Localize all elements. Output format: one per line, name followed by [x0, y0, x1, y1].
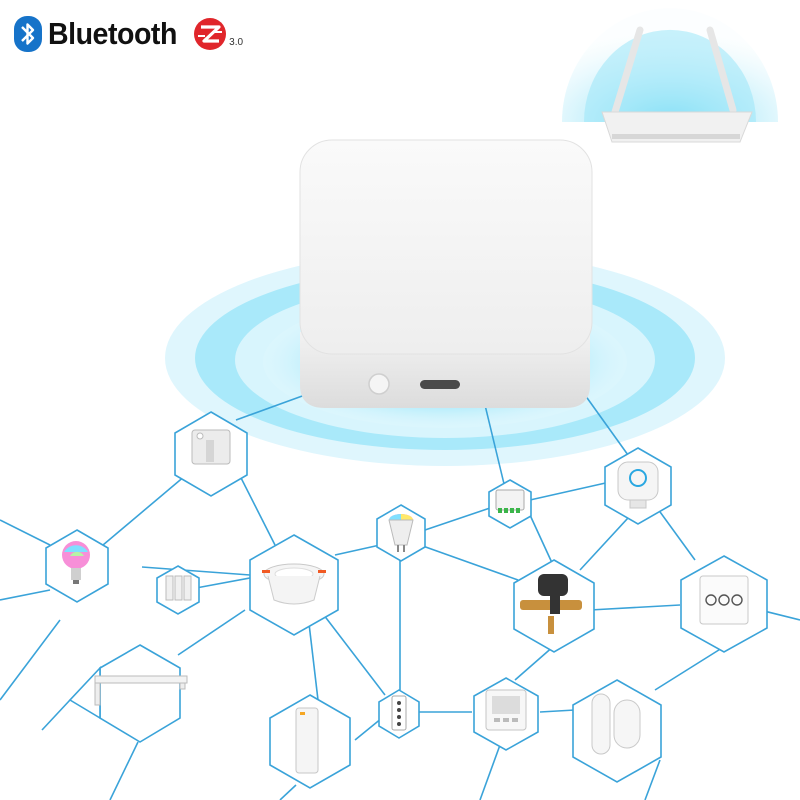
- track-icon: [94, 675, 188, 706]
- touch-panel-switch: [680, 555, 768, 653]
- hub-top: [299, 139, 593, 355]
- motor-icon: [191, 429, 231, 465]
- thermostat-icon: [485, 689, 527, 731]
- hub-reset-button: [368, 373, 390, 395]
- remote-icon: [391, 695, 407, 731]
- device-nodes: [45, 411, 768, 789]
- thermostat: [473, 677, 539, 751]
- usb-c-port: [420, 380, 460, 389]
- remote-control: [378, 689, 420, 739]
- water-valve-controller: [513, 559, 595, 653]
- door-contact-sensor: [572, 679, 662, 783]
- downlight-icon: [262, 563, 326, 605]
- brand-logos: Bluetooth 3.0: [14, 14, 243, 54]
- relay-icon: [495, 489, 525, 513]
- spotlight-icon: [388, 514, 414, 552]
- zigbee-icon: [194, 18, 227, 50]
- router: [562, 8, 778, 143]
- bluetooth-icon: [14, 16, 42, 52]
- smart-curtain-motor: [174, 411, 248, 497]
- bluetooth-label: Bluetooth: [48, 16, 177, 51]
- smart-plug: [604, 447, 672, 525]
- valve-icon: [520, 574, 582, 634]
- zigbee-version: 3.0: [229, 37, 244, 48]
- switch-icon: [165, 575, 192, 601]
- curtain-track: [68, 644, 188, 743]
- gu10-spotlight: [376, 504, 426, 562]
- smart-bulb: [45, 529, 109, 603]
- wall-switch-triple: [156, 565, 200, 615]
- door-window-sensor-tall: [269, 694, 351, 789]
- zigbee-hub: [299, 139, 593, 408]
- relay-module: [488, 479, 532, 529]
- led-downlight: [249, 534, 339, 636]
- bulb-icon: [62, 541, 90, 584]
- router-antenna: [611, 26, 644, 116]
- plug-icon: [617, 461, 659, 509]
- contact-sensor-icon: [591, 693, 641, 755]
- touch-panel-icon: [699, 575, 749, 625]
- router-antenna: [706, 26, 737, 114]
- network-lines: [0, 394, 800, 800]
- sensor-icon: [295, 707, 319, 774]
